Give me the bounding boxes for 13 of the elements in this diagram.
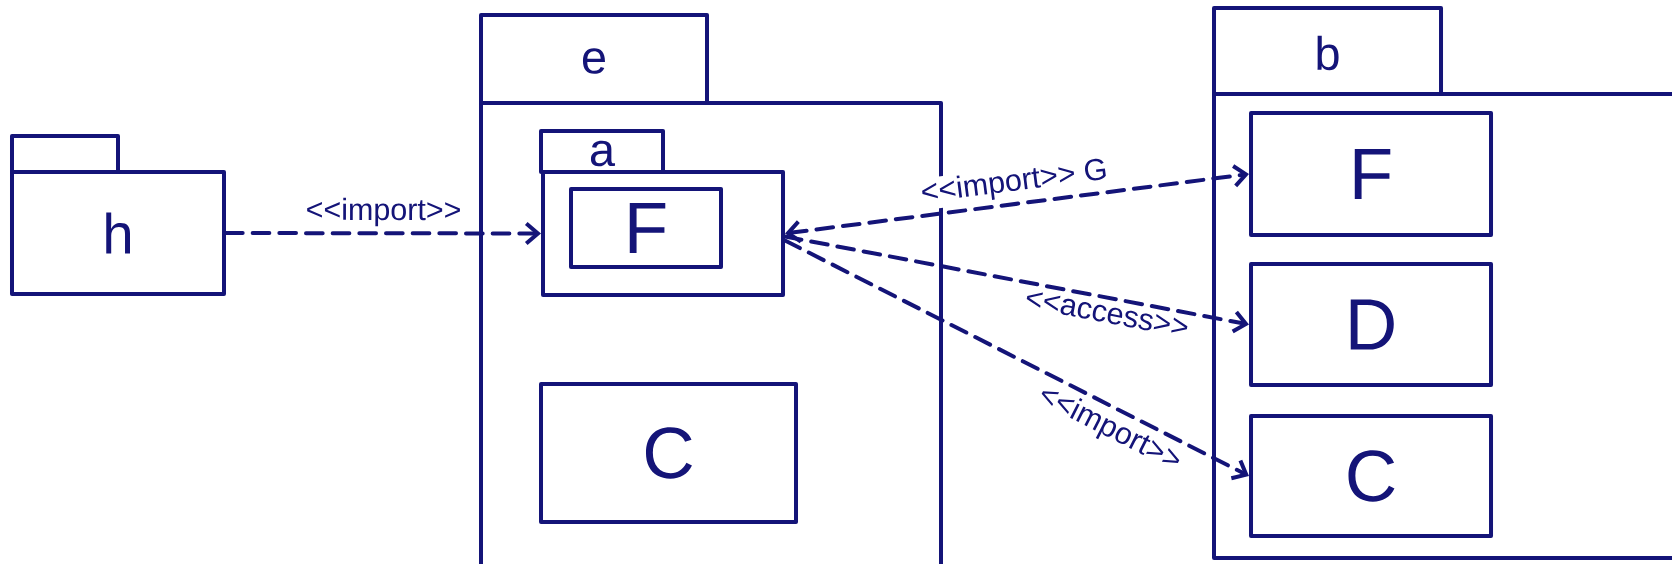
class-box: F [569, 187, 723, 269]
class-box: C [539, 382, 798, 524]
dependency-arrow [783, 238, 1249, 481]
class-box: D [1249, 262, 1493, 387]
dependency-arrow [785, 164, 1249, 244]
edge-label: <<access>> [1026, 292, 1188, 333]
package-box: h [10, 134, 226, 296]
dependency-arrow [783, 234, 1249, 334]
dependency-arrow [224, 221, 541, 245]
node-label: a [590, 140, 616, 167]
edge-label: <<import>> [307, 197, 460, 227]
class-box: C [1249, 414, 1493, 538]
class-box: F [1249, 111, 1493, 237]
